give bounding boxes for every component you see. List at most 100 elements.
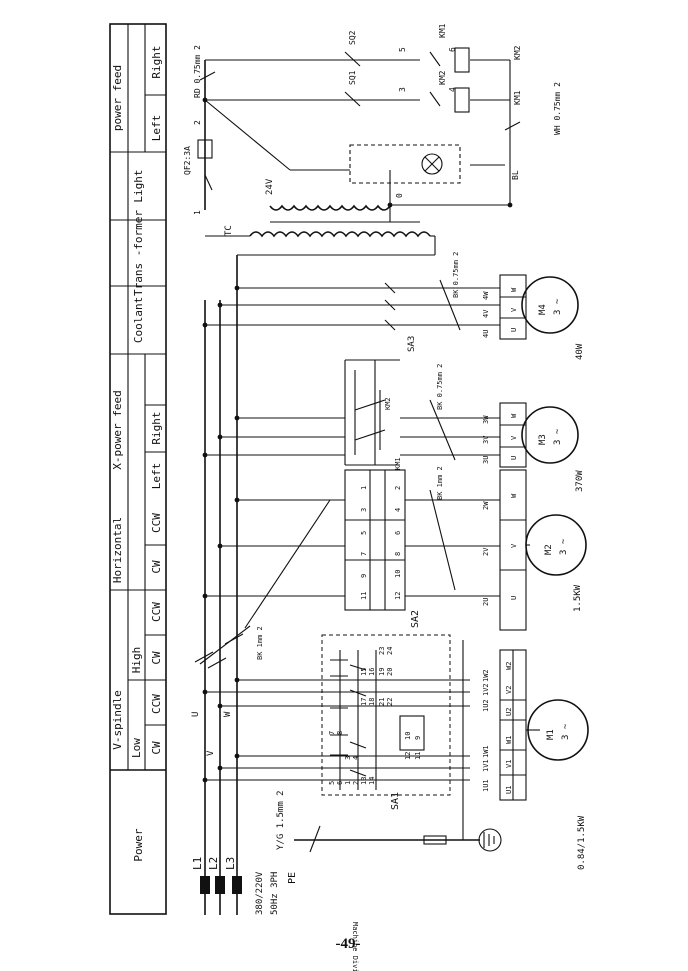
m1-power: 0.84/1.5KW [577,815,587,870]
sa2-num-1: 1 [360,486,368,490]
sa1-num-10: 10 [404,732,412,740]
sa1-num-16: 16 [368,668,376,676]
qf-label: QF2:3A [183,146,192,175]
sa2-num-9: 9 [360,574,368,578]
m2-term-2w: 2W [482,501,490,510]
ctrl-num-4: 4 [448,87,457,92]
m4-terminal-box [499,274,527,340]
sa1-num-3: 3 [344,756,352,760]
m4-bk-label: BK 0.75mm 2 [452,252,460,298]
sa1-num-15: 15 [360,668,368,676]
supply-l3: L3 [224,857,237,870]
bus-lines [202,254,470,783]
ctrl-num-3: 3 [398,87,407,92]
m1-box-v2: V2 [505,686,513,694]
m4-term-4w: 4W [482,291,490,300]
ctrl-num-6: 6 [448,47,457,52]
tc-label: TC [224,225,234,236]
sa2-bk-label: BK 1mm 2 [436,466,444,500]
work-light-icon [421,153,443,175]
supply-machine-division: Machine Division [351,922,359,971]
m1-upper-1v2: 1V2 [482,683,490,696]
sa1-num-2: 2 [352,781,360,785]
table-transformer: Trans -former [132,210,145,296]
bl-label: BL [511,170,520,180]
table-horizontal-ccw: CCW [150,513,163,533]
table-v-spindle: V-spindle [111,690,124,750]
table-horizontal-cw: CW [150,560,163,574]
sa2-num-8: 8 [394,552,402,556]
sa2-num-2: 2 [394,486,402,490]
m3-phase: 3 ~ [553,428,563,445]
motor-m2-icon [525,514,587,576]
sa2-switch: 1 2 3 4 5 6 7 8 9 10 11 12 SA2 BK 1mm 2 [344,466,470,628]
motor-m3-group: M3 3 ~ 370W 3U 3V 3W U V W [482,402,585,492]
table-x-right: Right [150,411,163,444]
sa2-num-12: 12 [394,592,402,600]
km2-top-label: KM2 [438,70,447,85]
sa2-num-10: 10 [394,570,402,578]
km-bk-label: BK 0.75mm 2 [436,364,444,410]
ctrl-num-5: 5 [398,47,407,52]
table-light: Light [132,169,145,202]
table-x-power-feed: X-power feed [111,390,124,469]
m4-box-u: U [510,328,518,332]
page-number: -49- [335,936,361,952]
table-low-ccw: CCW [150,694,163,714]
zero-label: 0 [395,193,404,198]
m1-lower-1w1: 1W1 [482,745,490,758]
table-high-cw: CW [150,651,163,665]
function-table: Power V-spindle Low High CW CCW CW CCW H… [109,23,167,915]
fuse-l2-icon [215,876,225,894]
sa1-num-24: 24 [386,647,394,655]
sa1-num-23: 23 [378,647,386,655]
sa1-label: SA1 [390,792,401,810]
sa2-num-11: 11 [360,592,368,600]
km1-coil-icon [454,47,470,73]
m1-box-w1: W1 [505,736,513,744]
wh-label: WH 0.75mm 2 [553,82,562,135]
sa1-num-12: 12 [404,752,412,760]
m1-box-u2: U2 [505,708,513,716]
table-pf-left: Left [150,115,163,142]
m1-box-w2: W2 [505,662,513,670]
m3-box-u: U [510,456,518,460]
m1-box-v1: V1 [505,760,513,768]
rd-label: RD 0.75mm 2 [193,45,202,98]
table-power: Power [132,828,145,861]
qf-breaker-icon [197,139,213,191]
sa1-num-21: 21 [378,698,386,706]
km1-contact-label: KM1 [394,457,402,470]
m1-upper-1w2: 1W2 [482,669,490,682]
m3-term-3w: 3W [482,415,490,424]
motor-m4-group: M4 3 ~ 40W 4U 4V 4W U V W BK 0.75mm 2 [380,252,585,360]
sq1-label: SQ1 [348,70,357,85]
m2-name: M2 [544,544,554,555]
sa1-num-19: 19 [378,668,386,676]
sa1-num-13: 13 [360,777,368,785]
fuse-l3-icon [232,876,242,894]
ground-icon [478,828,502,852]
sa1-num-4: 4 [352,756,360,760]
m1-name: M1 [546,729,556,740]
supply-pe: PE [287,872,298,884]
sa1-num-17: 17 [360,698,368,706]
m2-box-w: W [510,493,518,498]
table-power-feed: power feed [111,65,124,131]
sa2-label: SA2 [410,610,421,628]
sa1-num-14: 14 [368,777,376,785]
sa1-num-5: 5 [328,781,336,785]
m4-power: 40W [575,343,585,360]
m3-term-3u: 3U [482,456,490,464]
m4-box-w: W [510,287,518,292]
sa1-num-7: 7 [328,731,336,735]
m2-power: 1.5KW [573,584,583,612]
m3-box-v: V [510,435,518,440]
motor-m4-icon [521,276,579,334]
m2-phase: 3 ~ [559,538,569,555]
km2-contact-label: KM2 [384,397,392,410]
km2-coil-icon [454,87,470,113]
m2-term-2u: 2U [482,598,490,606]
supply-frequency: 50Hz 3PH [270,872,280,915]
